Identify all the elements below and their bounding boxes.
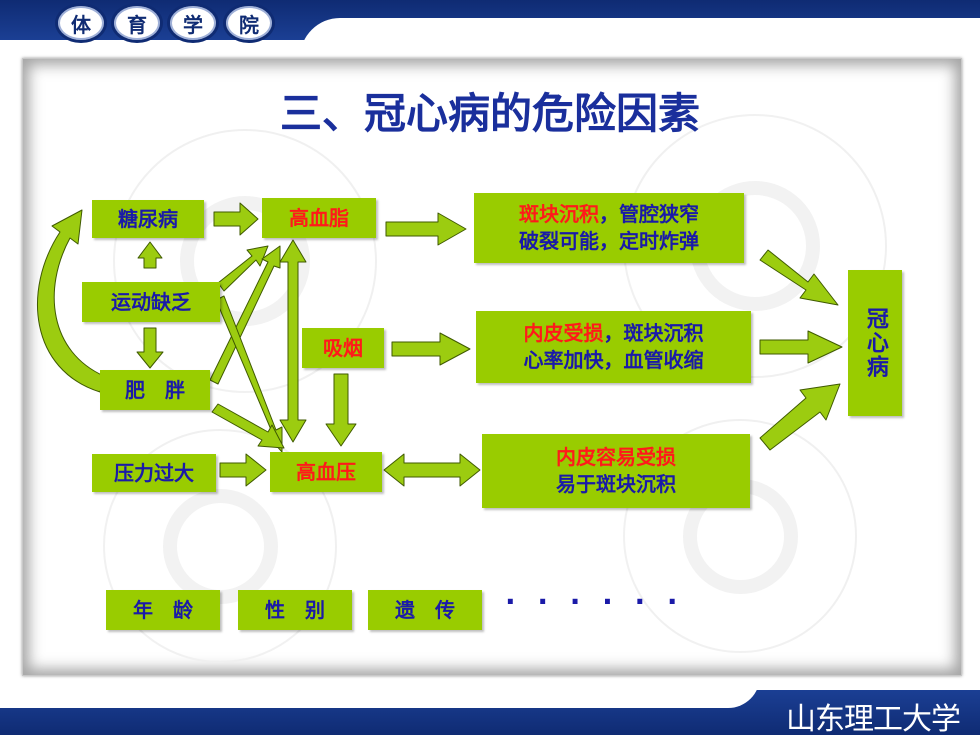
node-obesity: 肥 胖 [100, 370, 210, 410]
effect-text-red: 斑块沉积 [519, 202, 599, 226]
university-name: 山东理工大学 [786, 702, 961, 737]
node-inactivity: 运动缺乏 [82, 282, 220, 322]
node-label: 肥 胖 [125, 377, 185, 402]
bottom-curve [0, 676, 760, 708]
college-logo: 体 育 学 院 [55, 0, 285, 43]
arrow-obesity-to-diabetes-curve [37, 209, 105, 393]
logo-seal-4: 院 [223, 3, 275, 43]
ellipsis: · · · · · · [505, 585, 684, 618]
arrow-endothelium-to-chd [759, 330, 843, 364]
arrow-inactivity-to-lipid [217, 245, 269, 292]
effect-line: 心率加快，血管收缩 [523, 348, 704, 372]
effect-damage: 内皮容易受损 易于斑块沉积 [482, 434, 750, 508]
node-hypertension: 高血压 [270, 452, 382, 492]
node-smoking: 吸烟 [302, 328, 384, 368]
logo-seal-char: 学 [183, 12, 203, 37]
effect-line: 斑块沉积，管腔狭窄 [519, 201, 699, 228]
logo-seal-3: 学 [167, 3, 219, 43]
slide-title: 三、冠心病的危险因素 [279, 89, 700, 138]
node-stress: 压力过大 [92, 454, 216, 492]
node-sex: 性 别 [238, 590, 352, 630]
node-label: 运动缺乏 [111, 289, 191, 314]
node-label: 性 别 [265, 597, 325, 622]
node-label: 高血压 [296, 459, 356, 484]
arrow-inactivity-diabetes [137, 241, 163, 269]
node-chd: 冠心病 [848, 270, 902, 416]
node-heredity: 遗 传 [368, 590, 482, 630]
node-label: 遗 传 [395, 597, 455, 622]
node-diabetes: 糖尿病 [92, 200, 204, 238]
arrow-diabetes-to-lipid [213, 202, 259, 236]
arrow-stress-to-bp [219, 453, 267, 487]
arrow-obesity-to-lipid [209, 245, 281, 385]
arrow-bp-damage-double [383, 453, 481, 487]
node-age: 年 龄 [106, 590, 220, 630]
logo-seal-2: 育 [111, 3, 163, 43]
arrow-smoking-to-bp [325, 373, 357, 447]
effect-text-red: 内皮容易受损 [556, 445, 676, 469]
logo-seal-char: 体 [71, 12, 91, 37]
node-label: 高血脂 [289, 205, 349, 230]
effect-line: 破裂可能，定时炸弹 [519, 229, 699, 253]
logo-seal-char: 育 [127, 12, 147, 37]
arrow-lipid-to-plaque [385, 212, 467, 246]
node-label: 糖尿病 [118, 206, 178, 231]
effect-plaque: 斑块沉积，管腔狭窄 破裂可能，定时炸弹 [474, 193, 744, 263]
effect-text-blue: ，管腔狭窄 [599, 202, 699, 226]
node-hyperlipidemia: 高血脂 [262, 198, 376, 238]
arrow-smoking-to-endothelium [391, 332, 471, 366]
effect-line: 内皮受损，斑块沉积 [524, 320, 704, 347]
top-curve [300, 18, 980, 58]
effect-text-red: 内皮受损 [523, 321, 604, 345]
arrow-inactivity-to-obesity [136, 327, 164, 369]
arrow-plaque-to-chd [759, 249, 839, 306]
node-label: 冠心病 [862, 307, 889, 379]
effect-line: 易于斑块沉积 [556, 472, 676, 496]
node-label: 年 龄 [133, 597, 193, 622]
logo-seal-char: 院 [239, 12, 259, 37]
node-label: 吸烟 [323, 335, 363, 360]
arrow-obesity-to-bp [211, 403, 285, 449]
effect-endothelium: 内皮受损，斑块沉积 心率加快，血管收缩 [476, 311, 751, 383]
logo-seal-1: 体 [55, 3, 107, 43]
effect-text-blue: ，斑块沉积 [603, 321, 704, 345]
node-label: 压力过大 [114, 460, 194, 485]
arrow-damage-to-chd [759, 383, 841, 451]
arrow-lipid-bp-double [279, 239, 307, 443]
